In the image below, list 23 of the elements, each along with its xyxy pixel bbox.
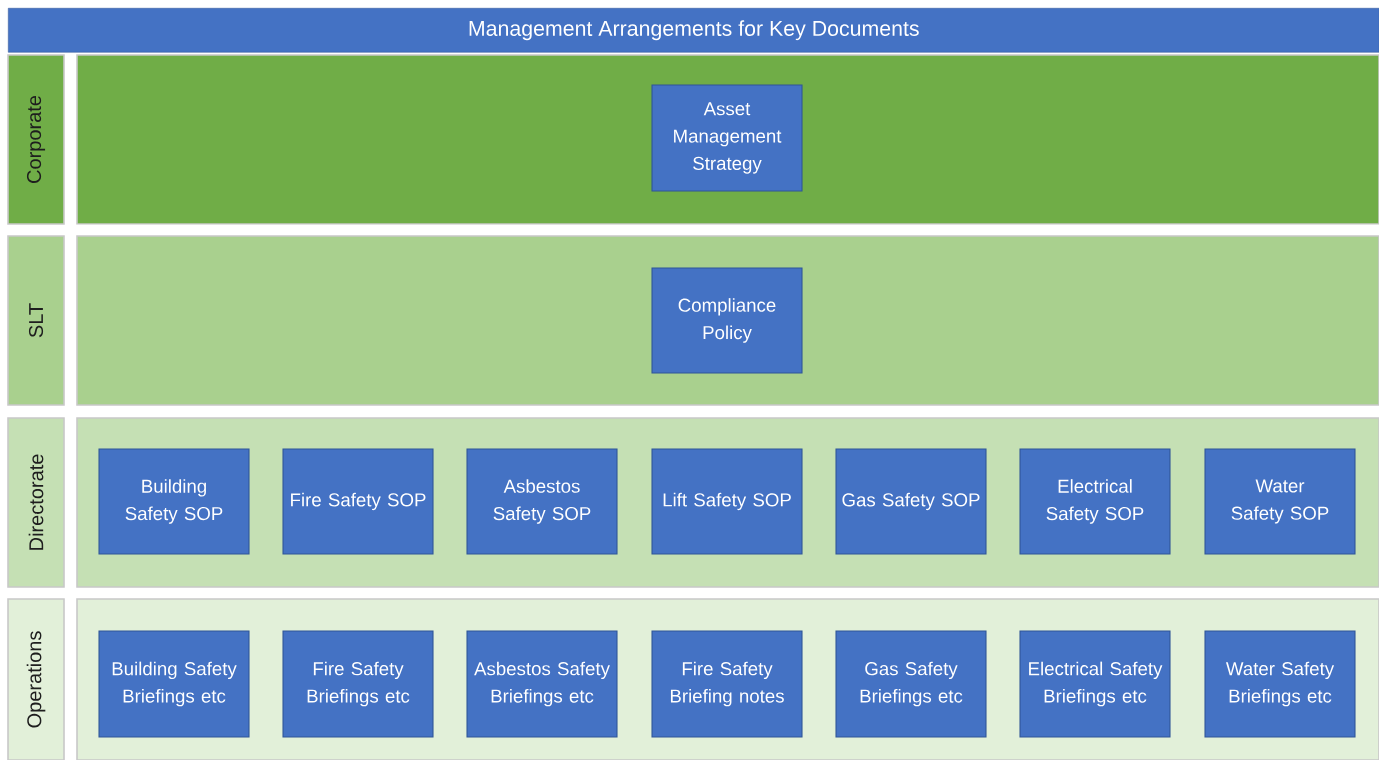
document-box: Asbestos Safety Briefings etc xyxy=(466,630,618,738)
document-box: Building Safety Briefings etc xyxy=(98,630,250,738)
document-box: Asbestos Safety SOP xyxy=(466,448,618,555)
document-box: Gas Safety SOP xyxy=(835,448,987,555)
document-box: Building Safety SOP xyxy=(98,448,250,555)
row-label: Corporate xyxy=(7,54,65,225)
title-bar: Management Arrangements for Key Documents xyxy=(8,8,1379,53)
document-box: Asset Management Strategy xyxy=(651,84,803,192)
document-box: Electrical Safety SOP xyxy=(1019,448,1171,555)
document-box: Fire Safety Briefings etc xyxy=(282,630,434,738)
level-band xyxy=(76,235,1379,406)
document-box: Fire Safety Briefing notes xyxy=(651,630,803,738)
document-box: Water Safety SOP xyxy=(1204,448,1356,555)
document-box: Water Safety Briefings etc xyxy=(1204,630,1356,738)
level-band xyxy=(76,54,1379,225)
row-label: Operations xyxy=(7,598,65,760)
document-box: Lift Safety SOP xyxy=(651,448,803,555)
row-label: SLT xyxy=(7,235,65,406)
document-box: Gas Safety Briefings etc xyxy=(835,630,987,738)
document-box: Compliance Policy xyxy=(651,267,803,374)
document-box: Fire Safety SOP xyxy=(282,448,434,555)
document-box: Electrical Safety Briefings etc xyxy=(1019,630,1171,738)
row-label: Directorate xyxy=(7,417,65,588)
